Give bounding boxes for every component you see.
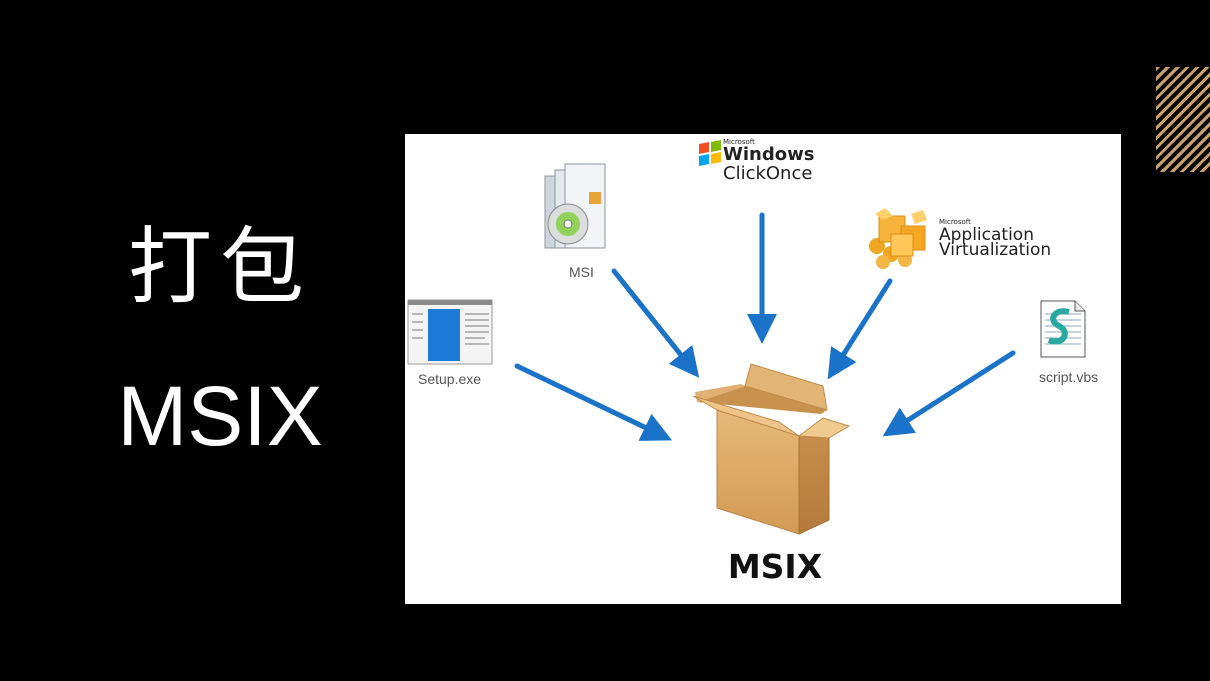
vbs-script-file-icon	[1040, 300, 1086, 358]
diagram-panel: Setup.exe MSI Microsoft Windows ClickOnc…	[405, 134, 1121, 604]
setup-exe-window-icon	[407, 299, 493, 365]
label-script-vbs: script.vbs	[1039, 369, 1099, 385]
arrow-appv	[827, 278, 893, 380]
windows-flag-icon	[699, 140, 721, 166]
cardboard-box-icon	[692, 363, 851, 535]
brand-clickonce-line1: Windows	[723, 144, 815, 165]
arrow-msi	[611, 268, 700, 378]
label-msi: MSI	[569, 264, 594, 280]
app-v-cubes-icon	[869, 208, 927, 269]
title-msix: MSIX	[117, 369, 323, 463]
label-setup-exe: Setup.exe	[418, 371, 482, 387]
brand-clickonce-microsoft: Microsoft	[723, 138, 755, 146]
diagram-graphics	[407, 140, 1086, 535]
brand-clickonce-line2: ClickOnce	[723, 163, 813, 184]
brand-appv-line1: Application	[939, 225, 1034, 245]
arrow-script	[882, 350, 1016, 437]
label-msix: MSIX	[727, 547, 823, 586]
brand-appv-line2: Virtualization	[939, 240, 1052, 260]
arrow-setup	[514, 363, 673, 441]
brand-windows-clickonce: Microsoft Windows ClickOnce	[723, 138, 814, 184]
brand-app-virtualization: Microsoft Application Virtualization	[939, 218, 1051, 260]
brand-appv-microsoft: Microsoft	[939, 218, 971, 226]
msi-installer-cd-icon	[544, 163, 606, 249]
decorative-stripes	[1156, 67, 1210, 172]
title-chinese: 打包	[127, 218, 312, 316]
